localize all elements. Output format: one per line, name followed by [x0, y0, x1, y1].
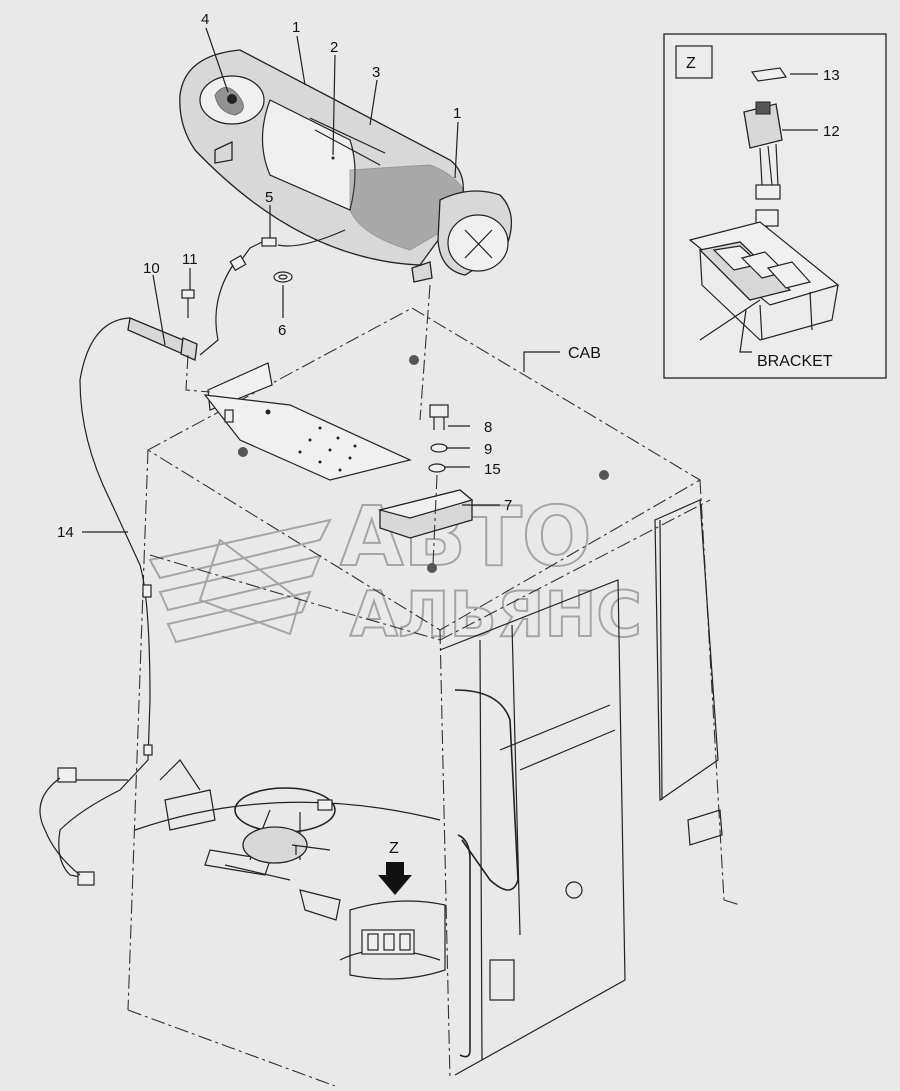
callout-5: 5	[265, 189, 273, 206]
cab-label: CAB	[568, 345, 601, 362]
callout-8: 8	[484, 419, 492, 436]
callout-11: 11	[182, 251, 198, 268]
watermark-line2: АЛЬЯНС	[350, 578, 642, 651]
callout-2: 2	[330, 39, 338, 56]
dash-switch-panel	[361, 929, 415, 955]
callout-3: 3	[372, 64, 380, 81]
callout-9: 9	[484, 441, 492, 458]
cab-body	[134, 499, 723, 1076]
callout-12: 12	[823, 123, 840, 140]
callout-14: 14	[57, 524, 74, 541]
callout-15: 15	[484, 461, 501, 478]
callout-4: 4	[201, 11, 209, 28]
callout-1-right: 1	[453, 105, 461, 122]
mount-bracket	[79, 264, 412, 566]
cab-outline	[127, 307, 741, 1087]
view-z-arrow: Z	[378, 840, 412, 895]
detail-view-label: Z	[686, 55, 696, 72]
bracket-label: BRACKET	[757, 353, 833, 370]
bolt-stack	[238, 284, 609, 573]
callout-7: 7	[504, 497, 512, 514]
view-arrow-label: Z	[389, 840, 399, 857]
callout-1-top: 1	[292, 19, 300, 36]
beacon-wiring	[229, 229, 346, 283]
watermark-logo-icon	[148, 518, 332, 644]
callout-6: 6	[278, 322, 286, 339]
harness-cable	[39, 564, 153, 886]
beacon-lamp-assembly	[179, 49, 512, 283]
detail-view-z: Z 13 12 BRACKET	[663, 33, 887, 379]
callout-13: 13	[823, 67, 840, 84]
callout-10: 10	[143, 260, 160, 277]
callout-leaders	[82, 27, 560, 533]
